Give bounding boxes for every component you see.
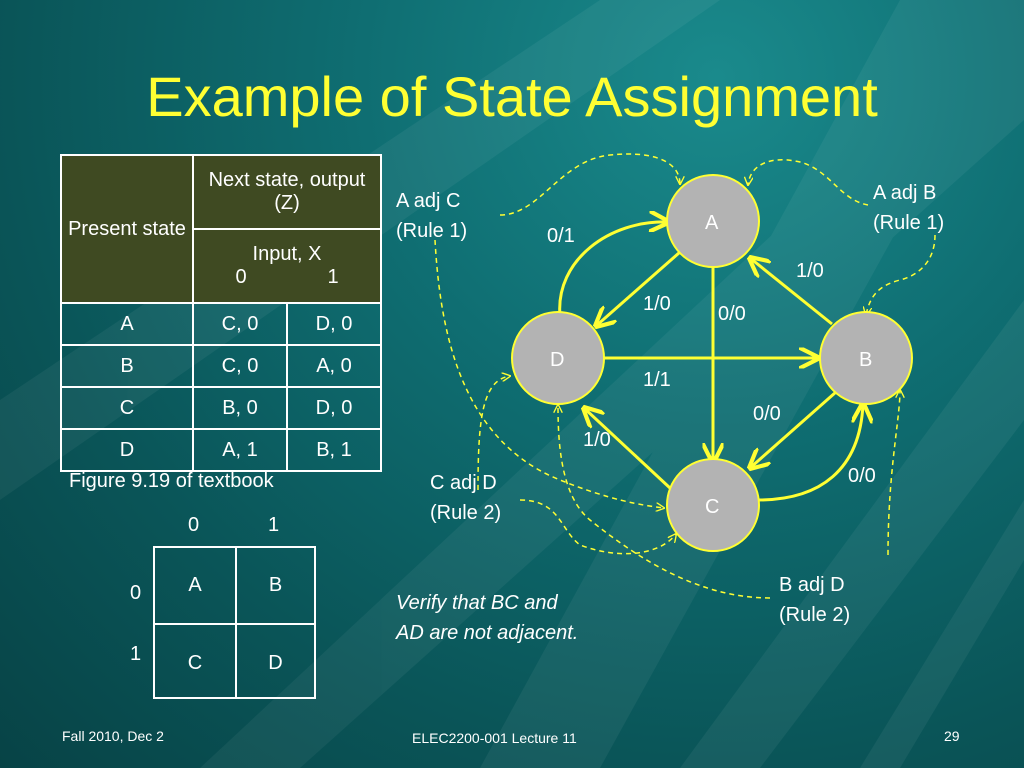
table-cell: A: [60, 302, 194, 346]
state-node-d-label: D: [550, 349, 564, 371]
edge-c-to-d: [584, 408, 672, 490]
table-cell: B, 0: [192, 386, 288, 430]
edge-label: 0/0: [718, 303, 746, 325]
table-cell: A, 1: [192, 428, 288, 472]
table-cell: B: [60, 344, 194, 388]
table-row: B C, 0 A, 0: [60, 344, 382, 388]
slide-number: 29: [944, 728, 960, 744]
input-0-label: 0: [235, 266, 247, 288]
state-node-b-label: B: [859, 349, 872, 371]
annotation-a-adj-c: A adj C (Rule 1): [396, 190, 468, 242]
edge-b-to-a: [750, 258, 833, 326]
edge-label: 1/1: [643, 369, 671, 391]
present-state-header: Present state: [60, 154, 194, 304]
next-state-header: Next state, output (Z): [192, 154, 382, 230]
table-cell: D, 0: [286, 386, 382, 430]
edge-label: 0/1: [547, 225, 575, 247]
kmap-cell: D: [268, 652, 283, 674]
table-cell: C: [60, 386, 194, 430]
edge-label: 0/0: [848, 465, 876, 487]
state-node-a-label: A: [705, 212, 719, 234]
verify-note: Verify that BC and AD are not adjacent.: [396, 592, 579, 644]
edge-c-to-b: [757, 404, 863, 502]
annotation-c-adj-d: C adj D (Rule 2): [430, 472, 502, 524]
kmap-divider: [155, 623, 314, 625]
table-row: A C, 0 D, 0: [60, 302, 382, 346]
state-node-c-label: C: [705, 496, 719, 518]
edge-label: 1/0: [643, 293, 671, 315]
kmap-divider: [235, 548, 237, 697]
kmap-row-label: 0: [130, 582, 142, 604]
slide-title: Example of State Assignment: [146, 65, 878, 128]
edge-b-to-c: [750, 390, 837, 468]
kmap-cell: A: [188, 574, 202, 596]
state-node-d: [511, 311, 605, 405]
edge-label: 0/0: [753, 403, 781, 425]
table-cell: C, 0: [192, 302, 288, 346]
state-node-c: [666, 458, 760, 552]
state-table: Present state Next state, output (Z) Inp…: [60, 154, 382, 472]
edge-label: 1/0: [796, 260, 824, 282]
input-header-label: Input, X: [252, 243, 322, 265]
input-1-label: 1: [327, 266, 339, 288]
kmap-cell: B: [268, 574, 283, 596]
table-cell: D: [60, 428, 194, 472]
table-cell: C, 0: [192, 344, 288, 388]
footer-date: Fall 2010, Dec 2: [62, 728, 164, 744]
edge-a-to-d: [596, 243, 689, 326]
kmap-col-label: 0: [188, 514, 200, 536]
footer-course: ELEC2200-001 Lecture 11: [412, 730, 577, 746]
table-row: D A, 1 B, 1: [60, 428, 382, 472]
table-cell: D, 0: [286, 302, 382, 346]
annotation-b-adj-d: B adj D (Rule 2): [779, 574, 851, 626]
figure-caption: Figure 9.19 of textbook: [69, 470, 274, 492]
table-row: C B, 0 D, 0: [60, 386, 382, 430]
state-node-a: [666, 174, 760, 268]
edge-d-to-a: [558, 222, 668, 317]
input-header: Input, X 0 1: [192, 228, 382, 304]
kmap-row-label: 1: [130, 643, 142, 665]
kmap-cell: C: [187, 652, 203, 674]
kmap-col-label: 1: [268, 514, 280, 536]
table-cell: B, 1: [286, 428, 382, 472]
kmap-grid: A B C D: [153, 546, 316, 699]
annotation-a-adj-b: A adj B (Rule 1): [873, 182, 945, 234]
table-cell: A, 0: [286, 344, 382, 388]
edge-label: 1/0: [583, 429, 611, 451]
state-node-b: [819, 311, 913, 405]
